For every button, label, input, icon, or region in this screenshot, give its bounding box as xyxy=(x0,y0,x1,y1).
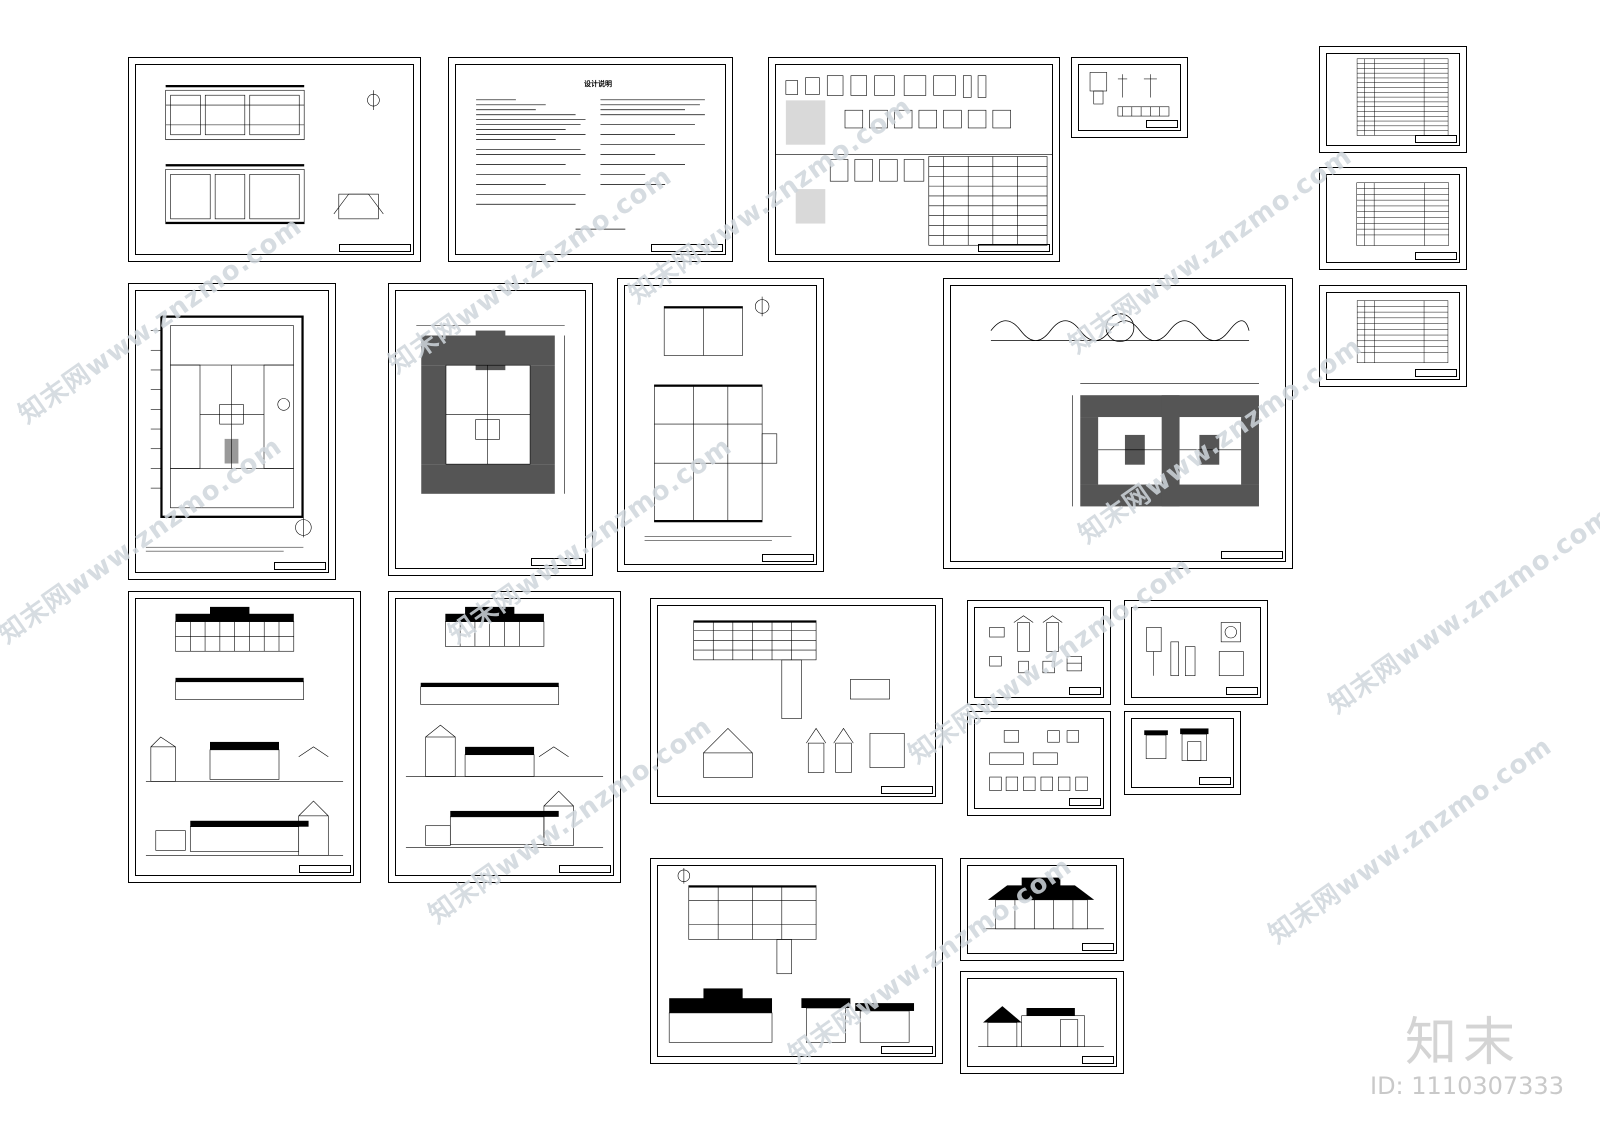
sheet-hall-plan-elevation[interactable] xyxy=(650,858,943,1064)
sheet-floor-plan-1[interactable] xyxy=(128,57,421,262)
design-notes-text-block xyxy=(476,99,705,230)
image-id-label: ID: 1110307333 xyxy=(1370,1072,1564,1100)
courtyard-floor-plan-drawing xyxy=(145,315,312,552)
door-window-details-drawing xyxy=(776,75,1052,246)
design-notes-title: 设计说明 xyxy=(584,80,612,88)
brand-logo: 知末 xyxy=(1405,1013,1522,1073)
sheet-index-table-3[interactable] xyxy=(1319,285,1467,387)
construction-details-a xyxy=(989,615,1082,674)
side-hall-elevation-1 xyxy=(983,877,1104,930)
side-hall-elevation-2 xyxy=(978,1006,1104,1047)
sheet-elevations-2[interactable] xyxy=(388,591,621,883)
sheet-detail-small[interactable] xyxy=(1071,57,1188,138)
sheet-details-c[interactable] xyxy=(967,711,1111,816)
sheet-details-b[interactable] xyxy=(1124,600,1268,705)
construction-details-b xyxy=(1146,622,1244,677)
construction-details-c xyxy=(989,730,1088,791)
elevations-sections-drawing-1 xyxy=(145,606,344,856)
sheet-floor-plan-2[interactable] xyxy=(617,278,824,572)
wall-detail-drawing xyxy=(1089,72,1170,117)
gate-elevation-details xyxy=(1144,728,1209,761)
elevations-sections-drawing-2 xyxy=(405,606,604,848)
pavilion-corridor-drawing xyxy=(693,620,905,778)
sheet-index-table-2[interactable] xyxy=(1319,167,1467,270)
sheet-elevation-small-2[interactable] xyxy=(960,971,1124,1074)
sheet-ground-floor-plan[interactable] xyxy=(128,283,336,580)
double-courtyard-roof-plan-drawing xyxy=(990,313,1259,507)
roof-plan-drawing xyxy=(416,325,565,494)
watermark-text: 知末网www.znzmo.com xyxy=(1323,501,1600,720)
sheet-index-table-1[interactable] xyxy=(1319,46,1467,153)
sheet-pavilion-corridor[interactable] xyxy=(650,598,943,804)
two-storey-floor-plans-drawing xyxy=(644,296,792,541)
sheet-details-a[interactable] xyxy=(967,600,1111,705)
sheet-roof-plan-double[interactable] xyxy=(943,278,1293,569)
sheet-details-d[interactable] xyxy=(1124,711,1241,795)
sheet-design-notes[interactable]: 设计说明 xyxy=(448,57,733,262)
drawing-index-table-1 xyxy=(1356,58,1449,136)
hall-plan-elevation-drawing xyxy=(668,867,915,1043)
sheet-roof-plan[interactable] xyxy=(388,283,593,576)
sheet-elevation-small-1[interactable] xyxy=(960,858,1124,961)
floor-plans-drawing xyxy=(165,85,384,225)
sheet-door-window-schedule[interactable] xyxy=(768,57,1060,262)
drawing-index-table-3 xyxy=(1356,300,1449,363)
watermark-text: 知末网www.znzmo.com xyxy=(1263,731,1558,950)
drawing-index-table-2 xyxy=(1356,182,1449,246)
sheet-elevations-1[interactable] xyxy=(128,591,361,883)
